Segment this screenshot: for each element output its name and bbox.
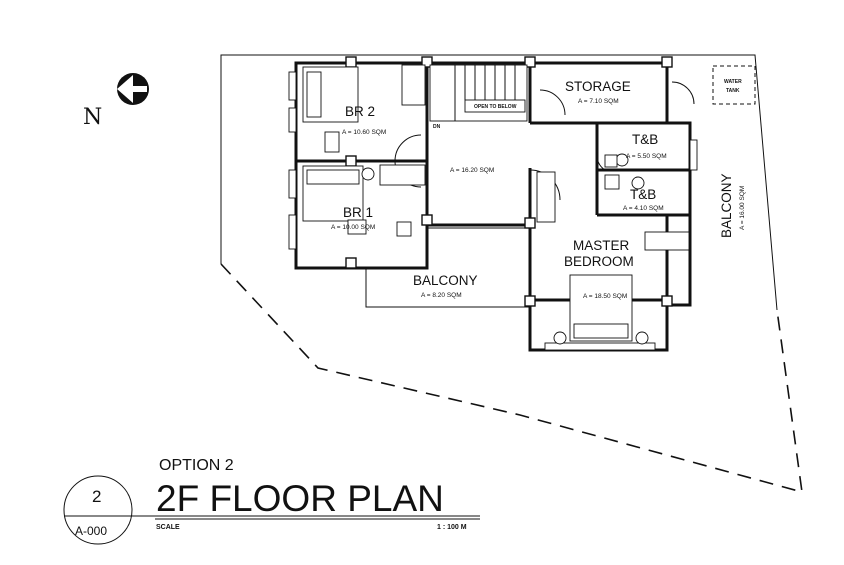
room-name-tb2: T&B — [630, 187, 656, 202]
room-area-tb1: A = 5.50 SQM — [626, 153, 667, 160]
water-tank: WATER TANK — [712, 65, 756, 105]
wardrobe-br1 — [379, 164, 426, 186]
room-name-br2: BR 2 — [345, 104, 375, 119]
wardrobe-master — [644, 231, 690, 251]
stair-dn-label: DN — [433, 124, 441, 130]
room-labels: BR 2 A = 10.60 SQM BR 1 A = 10.00 SQM A … — [331, 79, 746, 300]
desk-br1 — [347, 219, 367, 235]
title-block: 2 A-000 OPTION 2 2F FLOOR PLAN SCALE 1 :… — [63, 457, 480, 545]
scale-label: SCALE — [156, 524, 180, 531]
option-label: OPTION 2 — [159, 457, 234, 474]
columns — [345, 56, 673, 307]
room-area-hall: A = 16.20 SQM — [450, 167, 494, 174]
wardrobe-br2 — [401, 64, 426, 106]
svg-text:WATER: WATER — [724, 79, 742, 85]
furniture — [302, 66, 649, 345]
room-name-storage: STORAGE — [565, 79, 631, 94]
room-name-master-2: BEDROOM — [564, 254, 634, 269]
room-area-balcony-side: A = 16.00 SQM — [739, 186, 746, 230]
drawing-number-bubble — [63, 475, 133, 545]
lot-boundary — [220, 54, 803, 494]
room-area-storage: A = 7.10 SQM — [578, 98, 619, 105]
lot-boundary-solid — [220, 54, 778, 311]
room-name-balcony-front: BALCONY — [413, 273, 478, 288]
wardrobe-hall — [536, 171, 556, 223]
room-area-br2: A = 10.60 SQM — [342, 129, 386, 136]
room-area-master: A = 18.50 SQM — [583, 293, 627, 300]
stair: OPEN TO BELOW DN — [429, 64, 528, 130]
svg-text:TANK: TANK — [726, 88, 740, 94]
room-area-balcony-front: A = 8.20 SQM — [421, 292, 462, 299]
building-walls — [294, 61, 692, 352]
north-label: N — [83, 105, 102, 130]
room-name-br1: BR 1 — [343, 205, 373, 220]
north-arrow: N — [83, 73, 149, 130]
scale-value: 1 : 100 M — [437, 524, 467, 531]
room-area-br1: A = 10.00 SQM — [331, 224, 375, 231]
wardrobes — [379, 64, 690, 251]
open-to-below-label: OPEN TO BELOW — [474, 104, 517, 110]
room-name-balcony-side: BALCONY — [719, 173, 734, 238]
windows — [288, 71, 698, 351]
drawing-title: 2F FLOOR PLAN — [156, 478, 444, 519]
lot-boundary-dashed — [220, 263, 803, 494]
room-name-master-1: MASTER — [573, 238, 630, 253]
room-area-tb2: A = 4.10 SQM — [623, 205, 664, 212]
sheet-reference: A-000 — [75, 524, 107, 538]
toilet-tb2 — [631, 176, 645, 190]
room-name-tb1: T&B — [632, 132, 658, 147]
wall-left-block — [294, 61, 429, 270]
desk-br2 — [324, 131, 340, 153]
drawing-number: 2 — [92, 487, 101, 506]
